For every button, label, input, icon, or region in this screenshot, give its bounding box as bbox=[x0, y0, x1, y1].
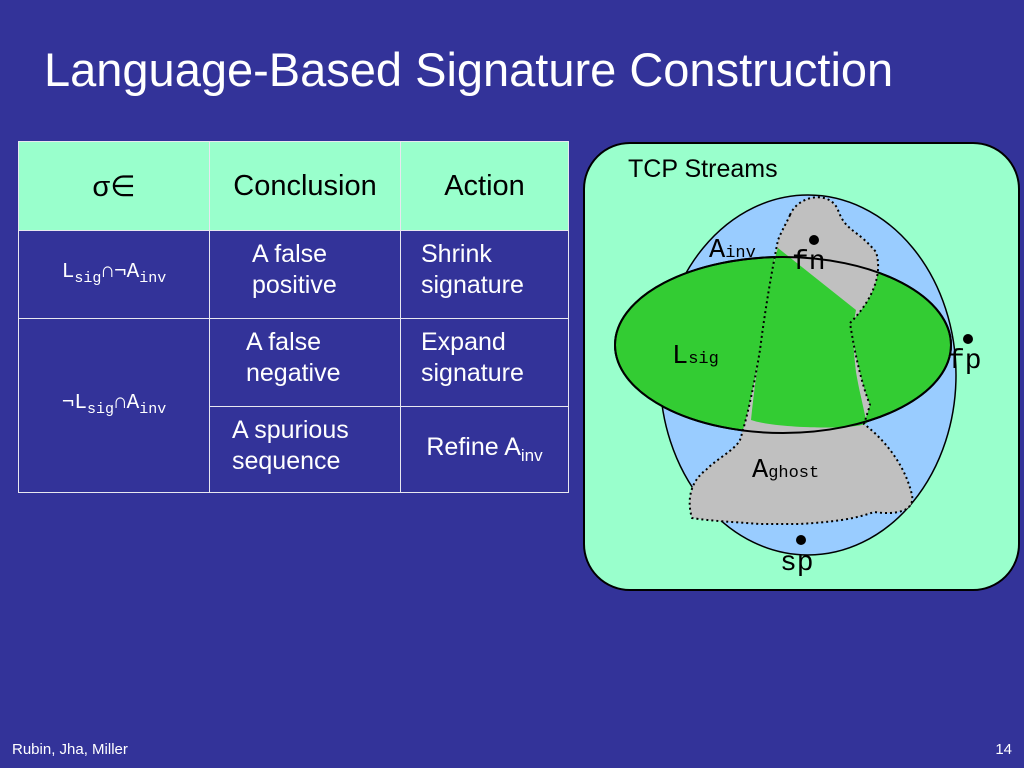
a-inv-label: Ainv bbox=[709, 236, 756, 266]
header-conclusion: Conclusion bbox=[209, 141, 401, 231]
fn-label: fn bbox=[792, 247, 826, 278]
footer-authors: Rubin, Jha, Miller bbox=[12, 741, 128, 758]
header-sigma: σ∈ bbox=[18, 141, 210, 231]
page-number: 14 bbox=[995, 741, 1012, 758]
fp-label: fp bbox=[948, 346, 982, 377]
sp-dot bbox=[796, 535, 806, 545]
action-cell: Refine Ainv bbox=[400, 406, 569, 493]
l-sig-overlap-fill bbox=[751, 248, 868, 428]
row-label-false-negative: ¬Lsig∩Ainv bbox=[18, 318, 210, 493]
l-sig-label: Lsig bbox=[672, 342, 719, 372]
a-ghost-label: Aghost bbox=[752, 456, 819, 486]
header-action: Action bbox=[400, 141, 569, 231]
tcp-streams-label: TCP Streams bbox=[628, 155, 778, 183]
row-label-false-positive: Lsig∩¬Ainv bbox=[18, 230, 210, 319]
fp-dot bbox=[963, 334, 973, 344]
slide-title: Language-Based Signature Construction bbox=[44, 43, 894, 96]
table-header-row: σ∈ Conclusion Action bbox=[18, 141, 569, 231]
sp-label: sp bbox=[780, 548, 814, 579]
l-sig-outline bbox=[614, 256, 952, 434]
fn-dot bbox=[809, 235, 819, 245]
